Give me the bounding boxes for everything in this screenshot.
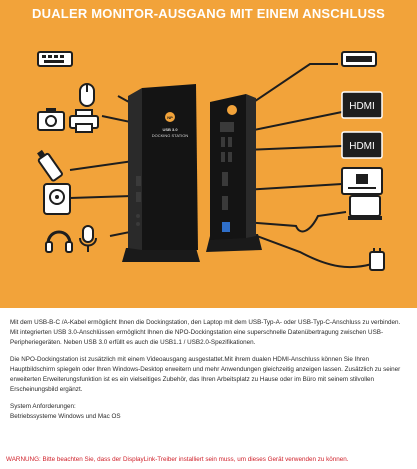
dock-front-sublabel: DOCKING STATION xyxy=(152,133,189,138)
dock-front: NP USB 3.0 DOCKING STATION xyxy=(122,84,200,262)
product-description: Mit dem USB-B-C /A-Kabel ermöglicht Ihne… xyxy=(10,318,410,422)
headphones-icon xyxy=(45,230,73,253)
power-adapter-icon xyxy=(369,248,385,271)
camera-icon xyxy=(37,108,65,131)
printer-icon xyxy=(69,109,99,133)
hdmi-monitor-top: HDMI xyxy=(341,91,383,119)
ethernet-icon xyxy=(341,167,383,195)
dock-logo-icon xyxy=(165,112,175,122)
dock-back xyxy=(206,94,262,252)
keyboard-icon xyxy=(341,51,377,67)
hdmi-top-label: HDMI xyxy=(349,101,375,112)
requirements-text: Betriebssysteme Windows und Mac OS xyxy=(10,413,121,420)
connection-lines xyxy=(69,63,373,269)
microphone-icon xyxy=(79,225,97,252)
warning-text: WARNUNG: Bitte beachten Sie, dass der Di… xyxy=(6,456,349,463)
hdmi-bottom-label: HDMI xyxy=(349,141,375,152)
description-paragraph-2: Die NPO-Dockingstation ist zusätzlich mi… xyxy=(10,356,401,393)
requirements-heading: System Anforderungen: xyxy=(10,403,76,410)
description-paragraph-1: Mit dem USB-B-C /A-Kabel ermöglicht Ihne… xyxy=(10,319,401,346)
mouse-icon xyxy=(79,83,95,107)
usb-stick-icon xyxy=(37,149,63,182)
laptop-icon xyxy=(348,195,382,220)
hard-drive-icon xyxy=(43,183,71,215)
banner-title: DUALER MONITOR-AUSGANG MIT EINEM ANSCHLU… xyxy=(32,6,385,21)
dock-logo-text: NP xyxy=(167,115,173,120)
product-banner: DUALER MONITOR-AUSGANG MIT EINEM ANSCHLU… xyxy=(0,0,417,308)
dock-front-label: USB 3.0 xyxy=(162,127,178,132)
keyboard-icon xyxy=(37,51,73,67)
product-illustration: NP USB 3.0 DOCKING STATION xyxy=(37,51,385,271)
hdmi-monitor-bottom: HDMI xyxy=(341,131,383,159)
